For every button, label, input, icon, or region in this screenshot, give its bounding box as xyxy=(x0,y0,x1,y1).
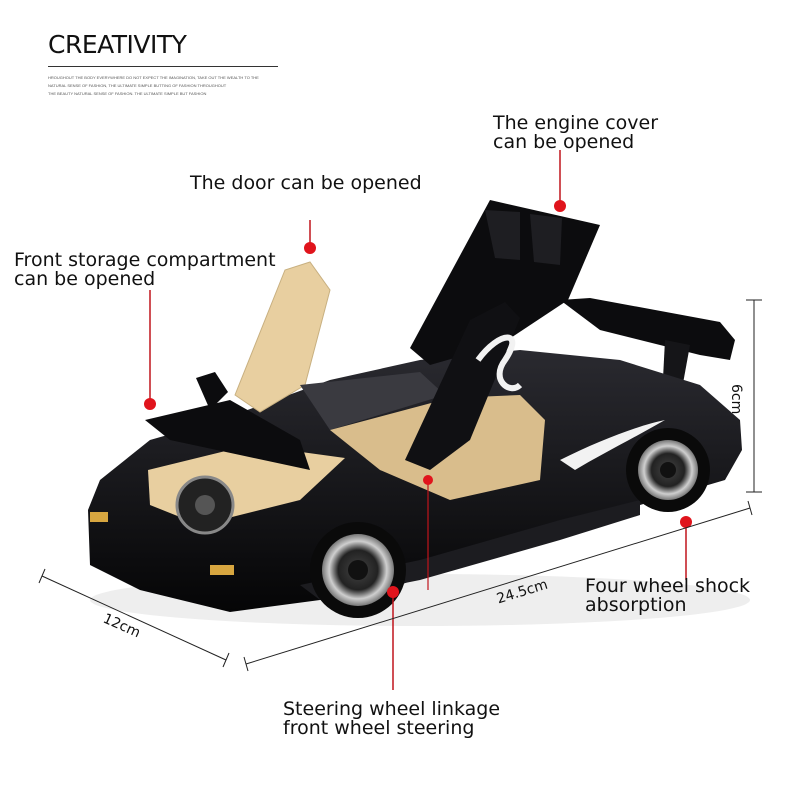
callout-front-storage: Front storage compartment can be opened xyxy=(14,251,276,289)
heading: CREATIVITY xyxy=(48,30,187,59)
height-label: 6cm xyxy=(728,384,744,415)
callout-line: absorption xyxy=(585,594,687,616)
callout-line: The door can be opened xyxy=(190,172,422,194)
callout-line: Steering wheel linkage xyxy=(283,698,501,720)
engine-cover-vent xyxy=(485,210,520,260)
marker-dot-steering-wheel xyxy=(423,475,433,485)
callout-steering: Steering wheel linkage front wheel steer… xyxy=(283,700,500,738)
callout-line: Front storage compartment xyxy=(14,249,276,271)
headlight-right xyxy=(210,565,234,575)
width-dimension-line xyxy=(41,575,227,661)
front-wheel-hub xyxy=(348,560,368,580)
rear-wing xyxy=(560,298,735,360)
marker-dot-front-storage xyxy=(144,398,156,410)
side-mirror-left xyxy=(196,372,228,410)
callout-line: can be opened xyxy=(14,268,156,290)
windshield xyxy=(300,372,445,430)
length-dimension-line xyxy=(245,507,751,665)
fine-print-line: HROUGHOUT THE BODY EVERYWHERE DO NOT EXP… xyxy=(48,75,259,80)
length-dimension-tick xyxy=(747,500,753,516)
left-door-open xyxy=(234,261,331,413)
callout-engine-cover: The engine cover can be opened xyxy=(493,114,658,152)
callout-shock-absorption: Four wheel shock absorption xyxy=(585,577,750,615)
door-decal xyxy=(475,334,523,392)
heading-rule xyxy=(48,66,278,67)
rear-wheel-hub xyxy=(660,462,676,478)
spare-wheel-hub xyxy=(195,495,215,515)
engine-cover-vent xyxy=(530,214,562,265)
marker-dot-engine-cover xyxy=(554,200,566,212)
marker-dot-steering xyxy=(387,586,399,598)
marker-dot-door xyxy=(304,242,316,254)
callout-line: can be opened xyxy=(493,131,635,153)
callout-line: Four wheel shock xyxy=(585,575,751,597)
length-dimension-tick xyxy=(243,656,249,672)
width-dimension-tick xyxy=(38,568,46,584)
callout-line: The engine cover xyxy=(493,112,659,134)
headlight-left xyxy=(90,512,108,522)
callout-line: front wheel steering xyxy=(283,717,475,739)
callout-door: The door can be opened xyxy=(190,174,422,193)
fine-print-line: NATURAL SENSE OF FASHION, THE ULTIMATE S… xyxy=(48,83,227,88)
fine-print-line: THE BEAUTY NATURAL SENSE OF FASHION. THE… xyxy=(48,91,207,96)
marker-dot-shock xyxy=(680,516,692,528)
width-dimension-tick xyxy=(222,652,230,668)
side-decal xyxy=(560,420,665,470)
front-hood xyxy=(145,400,310,470)
